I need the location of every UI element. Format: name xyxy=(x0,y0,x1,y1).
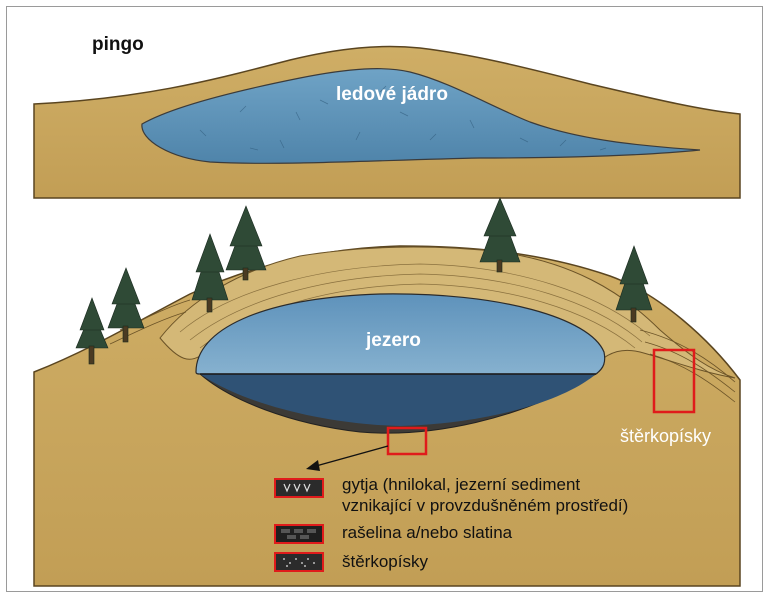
tree-2 xyxy=(107,267,145,343)
peat-pattern-icon xyxy=(281,529,316,539)
tree-5 xyxy=(479,197,521,273)
ice-texture xyxy=(199,85,607,151)
lake-water-lower xyxy=(200,374,596,426)
tree-6 xyxy=(615,245,653,323)
pingo-cross-section xyxy=(33,45,741,199)
gytja-sample-frame xyxy=(386,426,428,456)
ice-core xyxy=(141,68,701,164)
gravel-pattern-icon xyxy=(283,558,315,567)
tree-3 xyxy=(191,233,229,313)
gravel-sample-frame xyxy=(652,348,696,414)
trees xyxy=(75,197,653,365)
lake-label: jezero xyxy=(366,330,421,351)
gytja-swatch xyxy=(274,478,324,498)
pointer-arrow xyxy=(306,445,389,471)
ice-core-label: ledové jádro xyxy=(336,84,448,105)
gravel-swatch xyxy=(274,552,324,572)
gravel-label: štěrkopísky xyxy=(620,426,712,446)
pingo-title: pingo xyxy=(92,34,144,55)
gytja-pattern-icon xyxy=(283,483,311,493)
peat-swatch xyxy=(274,524,324,544)
legend-gytja-line1: gytja (hnilokal, jezerní sediment xyxy=(342,475,581,494)
tree-1 xyxy=(75,297,109,365)
legend-peat: rašelina a/nebo slatina xyxy=(342,523,513,542)
lake-cross-section xyxy=(33,197,741,587)
legend-gravel: štěrkopísky xyxy=(342,552,428,571)
tree-4 xyxy=(225,205,267,281)
lake-water-upper xyxy=(195,293,606,375)
legend-gytja-line2: vznikající v provzdušněném prostředí) xyxy=(342,496,629,515)
